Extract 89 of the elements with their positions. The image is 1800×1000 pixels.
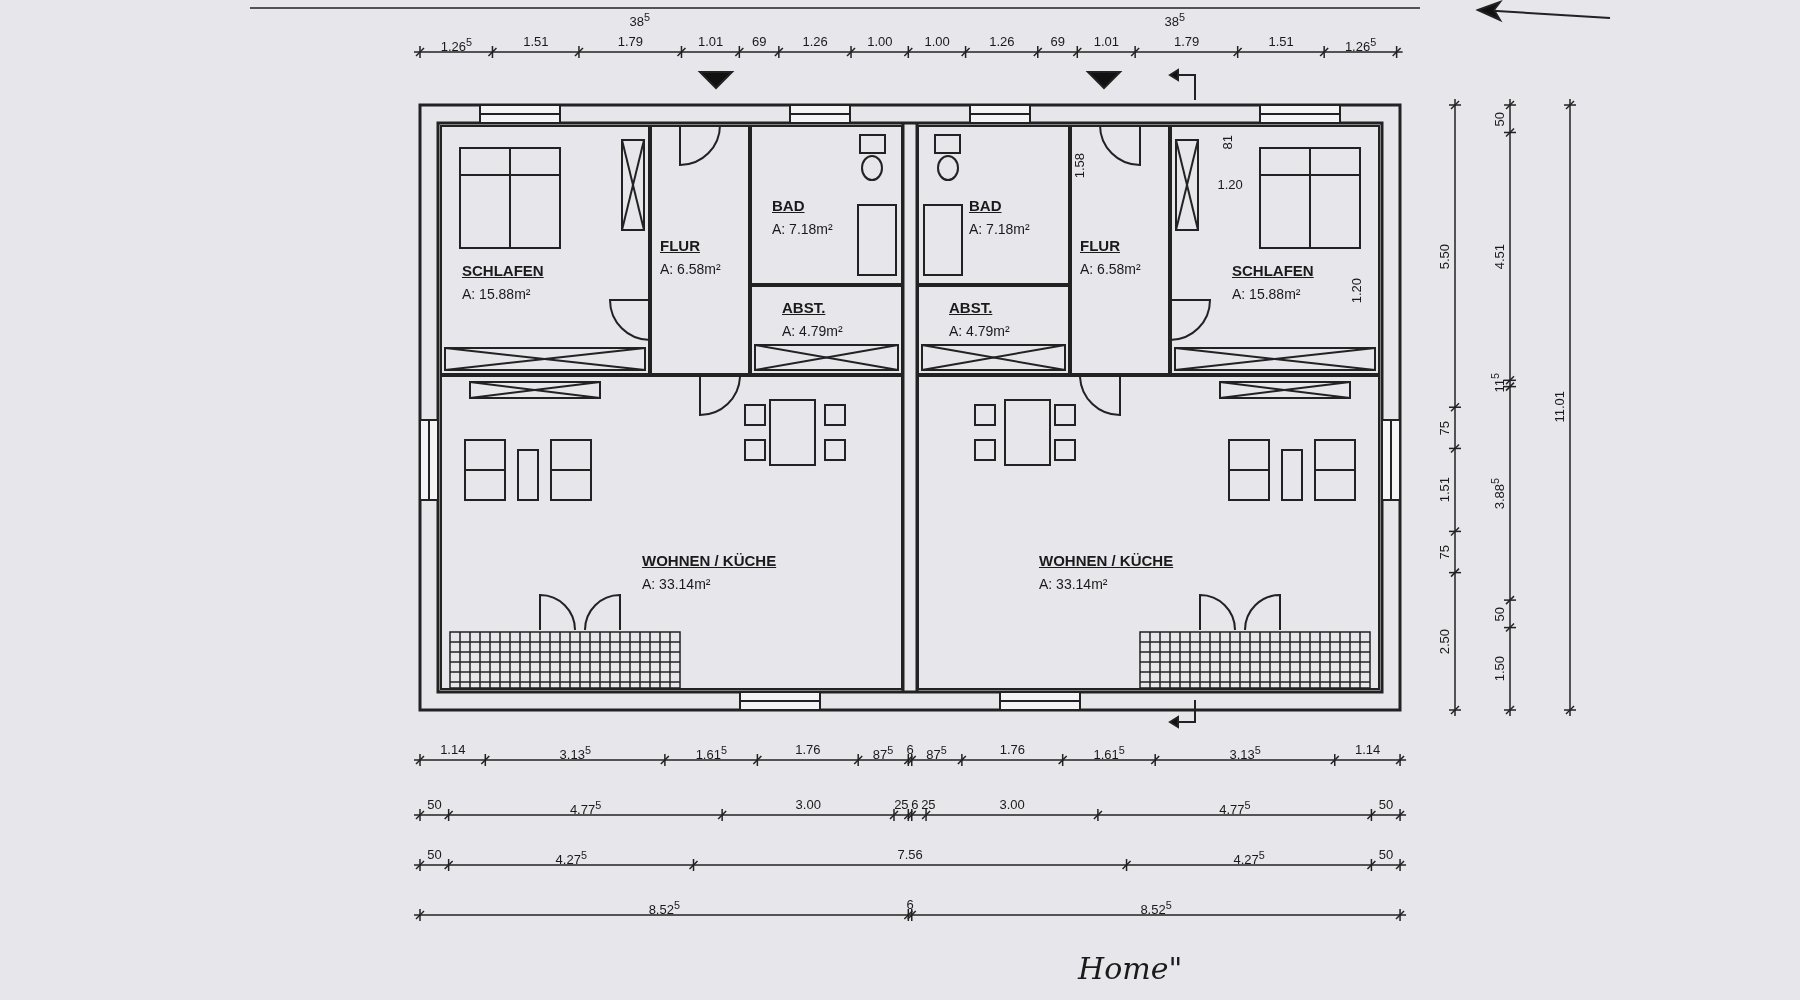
dimension-label: 75	[1438, 420, 1452, 436]
dimension-label: 1.00	[867, 35, 893, 49]
dimension-label: 5.50	[1438, 243, 1452, 269]
dimension-label: 1.20	[1217, 178, 1243, 192]
dimension-label: 3.13$^{5}$	[559, 743, 591, 763]
dimension-label: 87$^{5}$	[926, 743, 947, 763]
dimension-label: 1.26$^{5}$	[1344, 35, 1377, 55]
room-name: FLUR	[1080, 237, 1120, 254]
room-area: A: 7.18m²	[772, 221, 833, 237]
room	[440, 125, 650, 375]
dimension-label: 1.26	[802, 35, 828, 49]
dimension-label: 1.76	[999, 743, 1026, 757]
dimension-label: 75	[1438, 545, 1452, 560]
room	[1170, 125, 1380, 375]
dimension-label: 1.79	[617, 35, 643, 49]
dimension-label: 50	[427, 848, 442, 862]
dimension-label: 11.01	[1553, 391, 1567, 424]
room-area: A: 4.79m²	[782, 323, 843, 339]
dimension-label: 50	[1378, 798, 1394, 812]
dimension-label: 1.76	[795, 743, 821, 757]
room	[750, 285, 903, 375]
room-name: ABST.	[782, 299, 826, 316]
room-name: WOHNEN / KÜCHE	[1039, 552, 1174, 569]
dimension-label: 4.77$^{5}$	[569, 798, 602, 818]
dimension-label: 8.52$^{5}$	[1140, 898, 1172, 918]
dimension-label: 1.26$^{5}$	[440, 35, 473, 55]
dimension-label: 1.01	[1093, 35, 1119, 49]
room	[650, 125, 750, 375]
dimension-label: 3.00	[795, 798, 821, 812]
dimension-label: 1.01	[697, 35, 724, 49]
dimension-label: 6	[906, 743, 914, 757]
dimension-label: 1.50	[1493, 656, 1507, 682]
room	[1070, 125, 1170, 375]
room	[917, 125, 1070, 285]
room-area: A: 6.58m²	[1080, 261, 1141, 277]
dimension-label: 38$^{5}$	[1164, 9, 1185, 29]
dimension-label: 2.50	[1438, 628, 1452, 655]
dimension-label: 3.00	[999, 798, 1025, 812]
dimension-label: 69	[1050, 35, 1065, 49]
room-name: SCHLAFEN	[1232, 262, 1314, 279]
dimension-label: 1.61$^{5}$	[1093, 743, 1125, 763]
dimension-label: 6	[906, 898, 914, 912]
dimension-label: 8.52$^{5}$	[648, 898, 680, 918]
dimension-label: 4.27$^{5}$	[555, 848, 587, 868]
dimension-label: 1.51	[1268, 35, 1294, 49]
dimension-label: 25	[921, 798, 936, 812]
room-name: ABST.	[949, 299, 993, 316]
room-area: A: 15.88m²	[462, 286, 531, 302]
dimension-label: 4.51	[1493, 243, 1507, 270]
dimension-label: 87$^{5}$	[872, 743, 894, 763]
dimension-label: 50	[1493, 606, 1507, 622]
dimension-label: 1.51	[523, 35, 549, 49]
room-name: BAD	[969, 197, 1002, 214]
room-area: A: 15.88m²	[1232, 286, 1301, 302]
dimension-label: 6	[911, 798, 919, 812]
dimension-label: 50	[427, 798, 442, 812]
room-area: A: 33.14m²	[642, 576, 711, 592]
room	[917, 375, 1380, 690]
room	[917, 285, 1070, 375]
dimension-label: 81	[1221, 135, 1235, 150]
dimension-label: 69	[752, 35, 767, 49]
dimension-label: 1.58	[1073, 152, 1087, 178]
dimension-label: 1.14	[1354, 743, 1381, 757]
dimension-label: 1.26	[989, 35, 1015, 49]
dimension-label: 4.77$^{5}$	[1219, 798, 1251, 818]
dimension-label: 1.20	[1350, 277, 1364, 303]
room-name: FLUR	[660, 237, 700, 254]
room-name: WOHNEN / KÜCHE	[642, 552, 777, 569]
dimension-label: 38$^{5}$	[629, 9, 650, 29]
dimension-label: 1.79	[1173, 35, 1200, 49]
room-name: SCHLAFEN	[462, 262, 544, 279]
room-area: A: 7.18m²	[969, 221, 1030, 237]
dimension-label: 7.56	[897, 848, 923, 862]
handwritten-note: Home"	[1078, 950, 1183, 986]
room-area: A: 6.58m²	[660, 261, 721, 277]
dimension-label: 25	[894, 798, 909, 812]
room-name: BAD	[772, 197, 805, 214]
dimension-label: 50	[1378, 848, 1394, 862]
dimension-label: 1.61$^{5}$	[695, 743, 727, 763]
dimension-label: 1.51	[1438, 477, 1452, 503]
room-area: A: 33.14m²	[1039, 576, 1108, 592]
dimension-label: 4.27$^{5}$	[1233, 848, 1265, 868]
dimension-label: 3.13$^{5}$	[1229, 743, 1261, 763]
dimension-label: 1.00	[924, 35, 950, 49]
room	[750, 125, 903, 285]
room	[440, 375, 903, 690]
room-area: A: 4.79m²	[949, 323, 1010, 339]
dimension-label: 50	[1493, 111, 1507, 127]
dimension-label: 1.14	[440, 743, 466, 757]
